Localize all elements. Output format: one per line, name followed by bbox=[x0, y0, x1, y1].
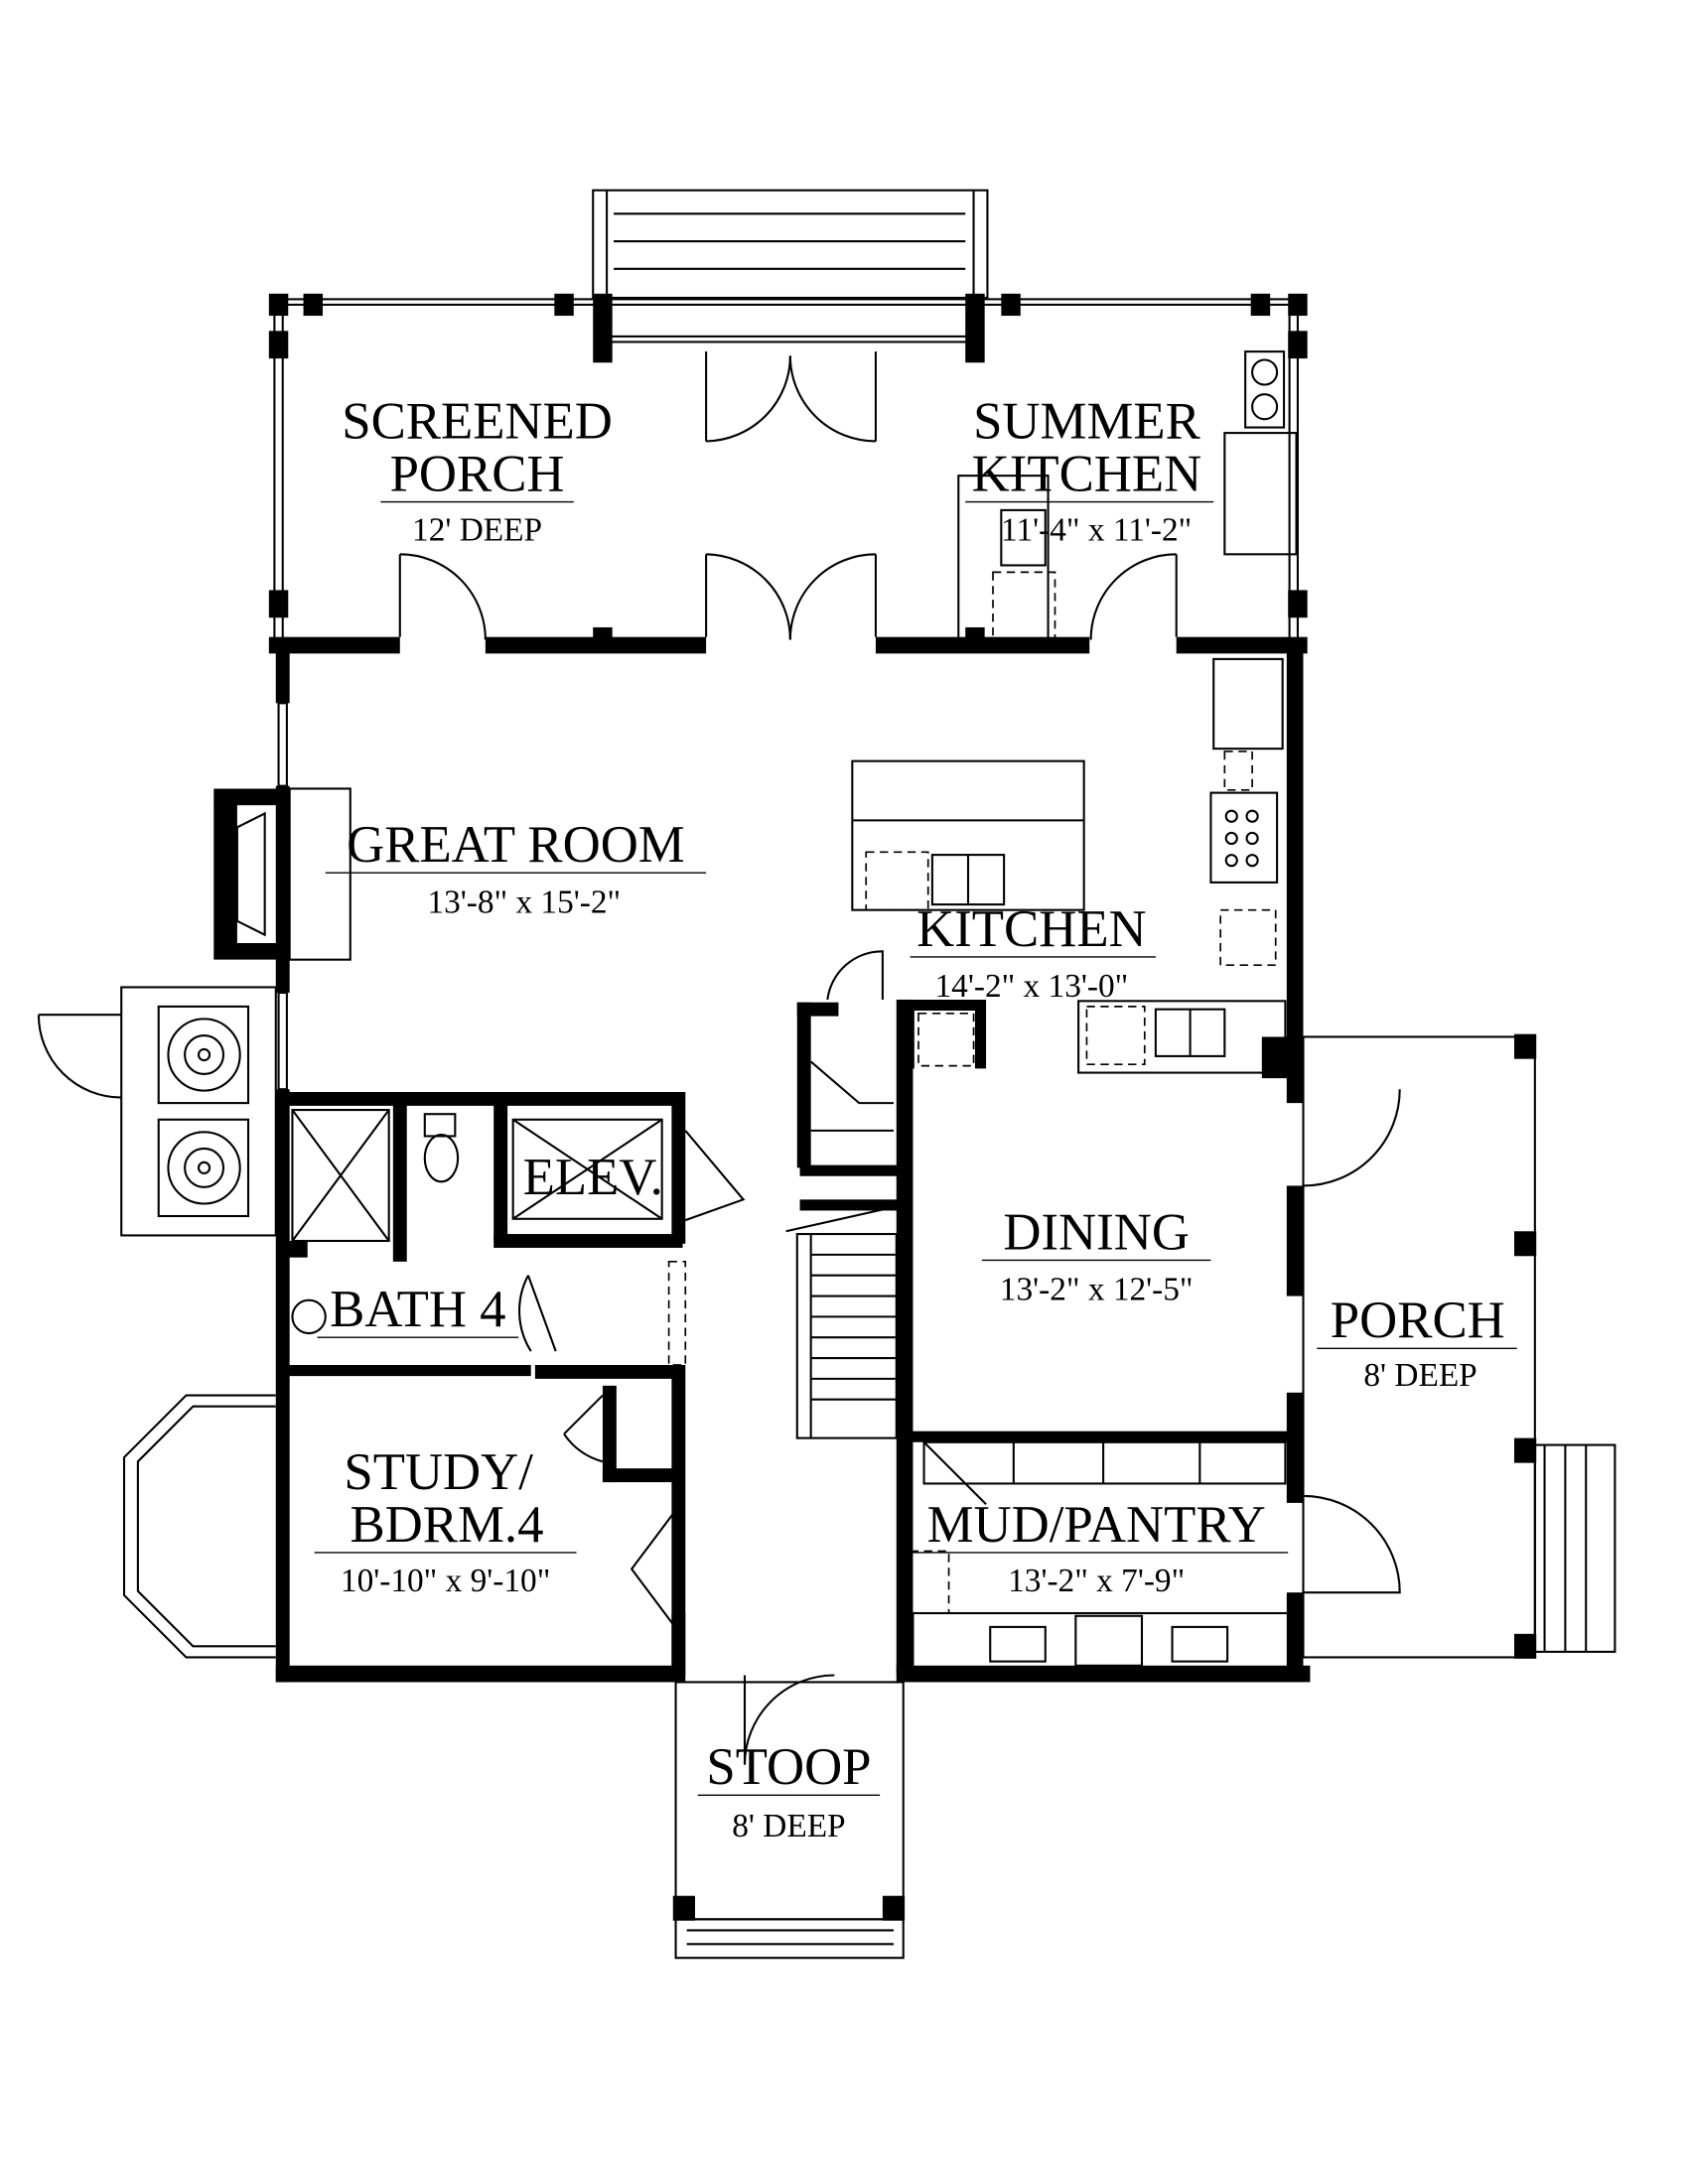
room-name: BDRM.4 bbox=[350, 1496, 543, 1554]
room-dimension: 13'-2" x 12'-5" bbox=[1000, 1272, 1194, 1308]
room-dimension: 11'-4" x 11'-2" bbox=[1001, 511, 1192, 548]
room-label-study: STUDY/ BDRM.4 10'-10" x 9'-10" bbox=[314, 1443, 577, 1599]
study-bay bbox=[122, 1385, 284, 1662]
room-label-dining: DINING 13'-2" x 12'-5" bbox=[981, 1203, 1211, 1308]
mud-pantry-fixtures bbox=[903, 1089, 1401, 1670]
summer-kitchen-fixtures bbox=[957, 350, 1298, 640]
room-name: SCREENED bbox=[342, 393, 613, 451]
room-dimension: 8' DEEP bbox=[1363, 1357, 1477, 1394]
room-label-stoop: STOOP 8' DEEP bbox=[697, 1738, 881, 1844]
room-name: KITCHEN bbox=[916, 900, 1147, 958]
room-label-screened-porch: SCREENED PORCH 12' DEEP bbox=[342, 393, 613, 549]
back-steps bbox=[592, 189, 989, 300]
room-dimension: 12' DEEP bbox=[412, 511, 542, 548]
kitchen-fixtures bbox=[851, 657, 1304, 1079]
side-porch bbox=[1302, 1033, 1617, 1659]
room-dimension: 13'-2" x 7'-9" bbox=[1008, 1563, 1185, 1599]
room-name: STOOP bbox=[706, 1738, 871, 1796]
rear-porch-walls bbox=[268, 293, 1308, 654]
stoop bbox=[672, 1674, 906, 1960]
room-name: PORCH bbox=[1331, 1292, 1505, 1349]
room-label-bath-4: BATH 4 bbox=[317, 1281, 519, 1338]
room-dimension: 13'-8" x 15'-2" bbox=[427, 884, 621, 920]
room-name: KITCHEN bbox=[972, 445, 1202, 502]
room-name: BATH 4 bbox=[330, 1281, 505, 1338]
room-name: GREAT ROOM bbox=[347, 816, 685, 874]
main-walls bbox=[213, 647, 1311, 1683]
room-label-kitchen: KITCHEN 14'-2" x 13'-0" bbox=[910, 900, 1156, 1005]
ac-units bbox=[37, 986, 277, 1237]
room-name: DINING bbox=[1003, 1203, 1190, 1261]
stair-core bbox=[785, 950, 914, 1676]
room-label-elev: ELEV. bbox=[523, 1149, 663, 1206]
room-label-great-room: GREAT ROOM 13'-8" x 15'-2" bbox=[325, 816, 707, 920]
room-name: MUD/PANTRY bbox=[927, 1496, 1266, 1554]
room-name: PORCH bbox=[390, 445, 565, 502]
room-dimension: 8' DEEP bbox=[732, 1808, 845, 1844]
room-name: SUMMER bbox=[973, 393, 1201, 451]
room-label-summer-kitchen: SUMMER KITCHEN 11'-4" x 11'-2" bbox=[965, 393, 1214, 548]
room-name: STUDY/ bbox=[344, 1443, 533, 1501]
room-dimension: 14'-2" x 13'-0" bbox=[935, 968, 1129, 1005]
room-label-porch: PORCH 8' DEEP bbox=[1317, 1292, 1517, 1394]
room-dimension: 10'-10" x 9'-10" bbox=[341, 1563, 550, 1599]
bath-elev-walls bbox=[282, 1092, 746, 1676]
room-label-mud-pantry: MUD/PANTRY 13'-2" x 7'-9" bbox=[905, 1496, 1289, 1599]
rear-doors bbox=[398, 351, 1178, 640]
